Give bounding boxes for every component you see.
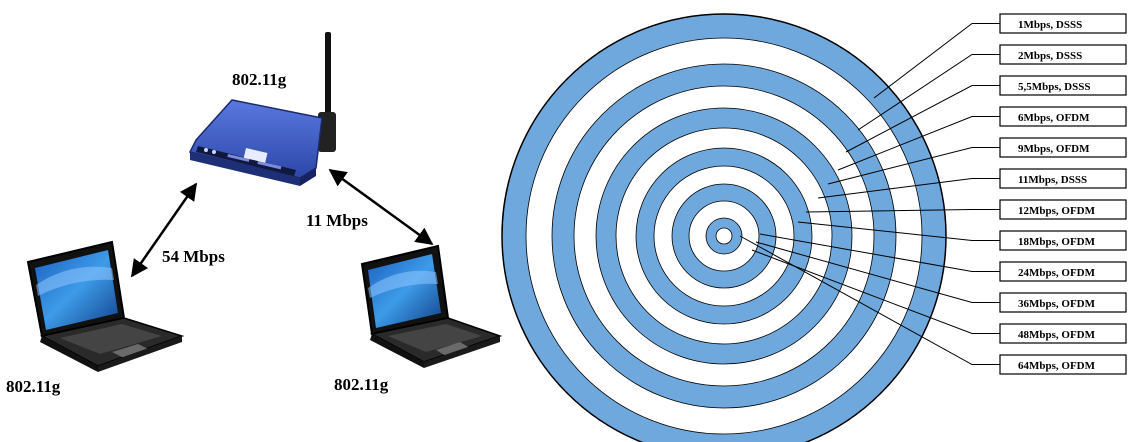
link-speed-left: 54 Mbps xyxy=(162,247,225,266)
rate-label: 18Mbps, OFDM xyxy=(1018,236,1096,248)
link-arrow-right xyxy=(330,170,432,244)
router-label: 802.11g xyxy=(232,70,287,89)
rate-label: 1Mbps, DSSS xyxy=(1018,19,1082,31)
rate-label: 2Mbps, DSSS xyxy=(1018,50,1082,62)
link-speed-right: 11 Mbps xyxy=(306,211,368,230)
laptop-right xyxy=(362,246,500,368)
rate-label: 9Mbps, OFDM xyxy=(1018,143,1090,155)
laptop-left-label: 802.11g xyxy=(6,377,61,396)
router xyxy=(190,32,336,186)
coverage-ring-core xyxy=(716,228,732,244)
rate-label: 36Mbps, OFDM xyxy=(1018,298,1096,310)
rate-label: 12Mbps, OFDM xyxy=(1018,205,1096,217)
coverage-rings xyxy=(502,14,946,442)
laptop-left xyxy=(28,242,182,372)
laptop-right-label: 802.11g xyxy=(334,375,389,394)
rate-label: 5,5Mbps, DSSS xyxy=(1018,81,1090,93)
rate-label: 6Mbps, OFDM xyxy=(1018,112,1090,124)
rate-leader-line xyxy=(874,24,1000,99)
rate-label: 48Mbps, OFDM xyxy=(1018,329,1096,341)
rate-label: 11Mbps, DSSS xyxy=(1018,174,1087,186)
rate-label: 64Mbps, OFDM xyxy=(1018,360,1096,372)
rate-label: 24Mbps, OFDM xyxy=(1018,267,1096,279)
